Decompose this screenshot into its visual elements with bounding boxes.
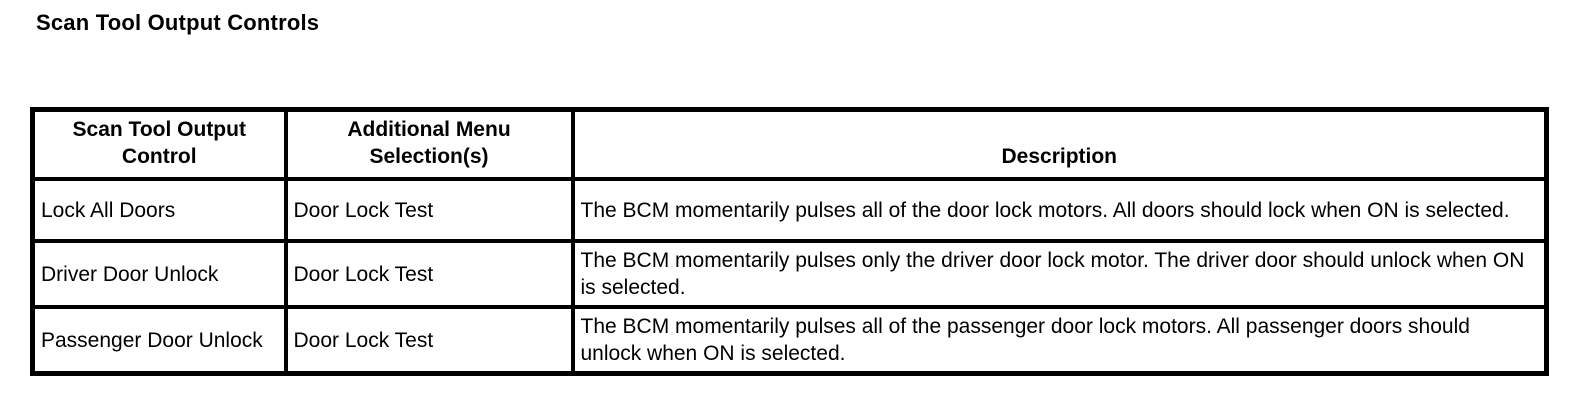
column-header-description: Description: [570, 107, 1549, 181]
cell-control-passenger-door-unlock: Passenger Door Unlock: [30, 305, 288, 376]
column-header-scan-tool-output-control: Scan Tool Output Control: [30, 107, 288, 181]
cell-description: The BCM momentarily pulses only the driv…: [570, 239, 1549, 309]
table-row: Driver Door Unlock Door Lock Test The BC…: [30, 239, 1549, 309]
cell-control-lock-all-doors: Lock All Doors: [30, 177, 288, 243]
cell-description: The BCM momentarily pulses all of the pa…: [570, 305, 1549, 376]
cell-menu-selection: Door Lock Test: [283, 239, 575, 309]
table-row: Passenger Door Unlock Door Lock Test The…: [30, 305, 1549, 376]
scan-tool-output-controls-table: Scan Tool Output Control Additional Menu…: [30, 107, 1549, 376]
column-header-additional-menu-selections: Additional Menu Selection(s): [283, 107, 575, 181]
header-row: Scan Tool Output Control Additional Menu…: [30, 107, 1549, 181]
cell-menu-selection: Door Lock Test: [283, 305, 575, 376]
page-title: Scan Tool Output Controls: [36, 10, 320, 35]
table-row: Lock All Doors Door Lock Test The BCM mo…: [30, 177, 1549, 243]
cell-description: The BCM momentarily pulses all of the do…: [570, 177, 1549, 243]
cell-control-driver-door-unlock: Driver Door Unlock: [30, 239, 288, 309]
cell-menu-selection: Door Lock Test: [283, 177, 575, 243]
